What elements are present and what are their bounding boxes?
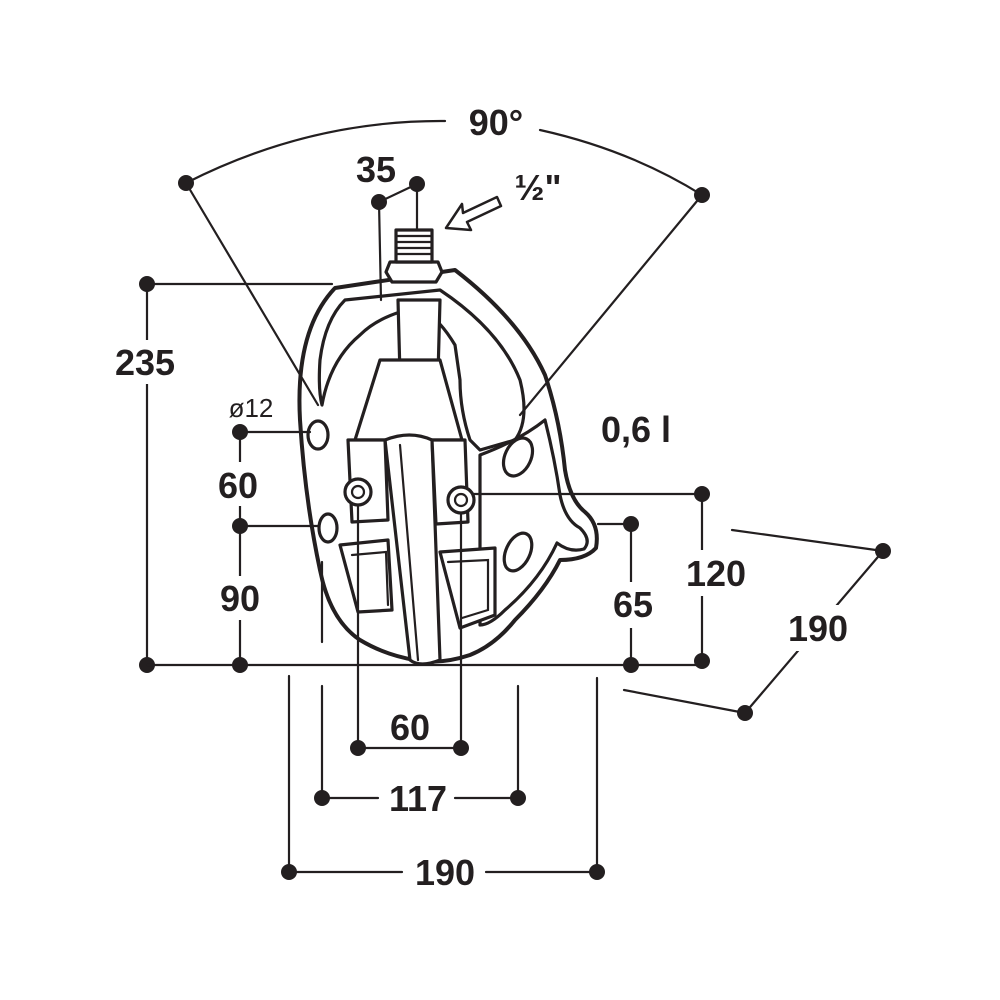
dimension-dot [510,790,526,806]
label-background [678,550,756,596]
connector-nut [384,260,444,284]
label-background [208,576,272,620]
center-tongue-line [398,443,420,662]
dimension-dot [875,543,891,559]
mounting-hole [501,436,535,478]
right-height-dimensions: 120 65 [472,486,756,673]
label-background [208,462,272,506]
dimension-dot [232,424,248,440]
inner-width-label: 117 [389,778,447,819]
angle-arc-left [184,119,447,185]
volume-label: 0,6 l [601,409,671,450]
total-height-dimension: 235 [106,276,334,673]
hole-spacing-h-label: 60 [390,707,430,748]
screw-head [446,485,476,515]
dimension-dot [232,518,248,534]
hollow-arrow-icon [444,195,503,232]
dimension-dot [281,864,297,880]
right-pocket-inner [446,558,490,620]
mounting-hole [306,419,330,451]
angle-leg-left [184,181,320,407]
dimension-dot [232,657,248,673]
dimension-dot [453,740,469,756]
dimension-dot [350,740,366,756]
left-pocket [338,538,394,614]
extension-line [730,528,885,553]
mounting-hole [317,512,339,544]
dimension-dot [694,653,710,669]
dimension-dot [623,657,639,673]
dimension-dot [139,276,155,292]
depth-dimension: 190 [622,528,891,721]
total-height-label: 235 [115,342,175,383]
dimension-dot [314,790,330,806]
left-hole-dimensions: ø12 60 90 [208,393,320,673]
dimension-dot [694,187,710,203]
screw-head-inner [350,484,366,500]
dimension-dot [371,194,387,210]
depth-label: 190 [788,608,848,649]
dimension-dot [737,705,753,721]
mounting-hole [502,531,534,573]
nozzle-offset-dimension: 35 [356,149,425,302]
thread-label: ½" [514,167,561,208]
right-pocket [438,546,497,630]
thread-callout: ½" [444,167,562,232]
hole-spacing-h-dimension: 60 [350,504,469,756]
angle-dimension: 90° [178,102,710,417]
screw-head-inner [453,492,469,508]
label-background [604,582,662,628]
hole-diameter-label: ø12 [229,393,274,423]
dimension-dot [623,516,639,532]
center-tongue [383,433,442,666]
extension-line [377,200,383,302]
drinking-bowl [297,228,599,666]
side-hole-height-label: 120 [686,553,746,594]
thread-lines [394,234,434,256]
extension-line [622,688,747,715]
dimension-dot [589,864,605,880]
dimension-dot [694,486,710,502]
overall-width-dimension: 190 [281,674,605,893]
overall-width-label: 190 [415,852,475,893]
dimension-dot [409,176,425,192]
lower-hole-height-label: 90 [220,578,260,619]
angle-arc-right [538,128,704,197]
inner-width-dimension: 117 [314,560,526,819]
nozzle-offset-label: 35 [356,149,396,190]
label-background [776,605,858,651]
side-lower-hole-height-label: 65 [613,584,653,625]
angle-label: 90° [469,102,523,143]
angle-leg-right [518,193,704,417]
label-background [106,340,186,384]
screw-head [343,477,373,507]
connector-thread [394,228,434,264]
dimension-dot [178,175,194,191]
left-pocket-inner [350,550,390,607]
hole-spacing-v-label: 60 [218,465,258,506]
